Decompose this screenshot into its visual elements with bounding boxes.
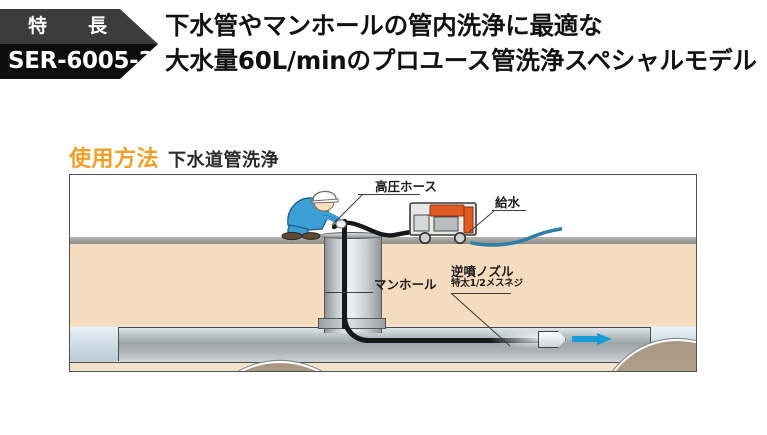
leader-water-supply-diag — [466, 209, 496, 235]
reverse-nozzle — [538, 331, 566, 348]
feature-badge: 特 長 SER-6005-3 — [0, 9, 158, 79]
water-supply-hose — [470, 227, 562, 249]
usage-title-main: 使用方法 — [69, 147, 160, 172]
pressure-hose-bend — [342, 305, 386, 343]
leader-high-pressure-hose-diag — [330, 193, 364, 227]
leader-nozzle-diag — [448, 292, 518, 350]
pressure-hose-vertical — [342, 219, 347, 329]
pipe-joint-left — [118, 327, 120, 361]
illustration-scene — [70, 175, 696, 371]
magnifier-soil-background — [196, 363, 364, 371]
label-reverse-nozzle: 逆噴ノズル — [451, 264, 514, 279]
leader-manhole — [325, 292, 373, 293]
label-high-pressure-hose: 高圧ホース — [375, 179, 437, 194]
nozzle-spray — [490, 329, 542, 349]
label-manhole: マンホール — [374, 277, 437, 292]
usage-title-sub: 下水道管洗浄 — [168, 150, 280, 171]
pressure-hose-horizontal — [382, 338, 542, 343]
badge-feature-label: 特 長 — [28, 15, 119, 37]
label-reverse-nozzle-sub: 特太1/2メスネジ — [451, 278, 523, 289]
badge-model-label: SER-6005-3 — [8, 48, 155, 74]
sky-background — [70, 175, 696, 243]
leader-high-pressure-hose — [358, 194, 420, 195]
badge-model-row: SER-6005-3 — [0, 44, 158, 79]
illustration-frame — [69, 174, 697, 372]
label-water-supply: 給水 — [495, 195, 521, 210]
headline: 下水管やマンホールの管内洗浄に最適な 大水量60L/minのプロユース管洗浄スペ… — [165, 8, 765, 78]
worker-figure — [278, 185, 350, 243]
headline-line-1: 下水管やマンホールの管内洗浄に最適な — [165, 11, 603, 40]
header-banner: 特 長 SER-6005-3 下水管やマンホールの管内洗浄に最適な 大水量60L… — [0, 0, 767, 95]
magnifier-nozzle-closeup — [598, 339, 696, 371]
pressure-washer-machine — [408, 199, 480, 245]
leader-nozzle — [451, 293, 511, 294]
road-surface — [70, 237, 696, 244]
headline-line-2: 大水量60L/minのプロユース管洗浄スペシャルモデル — [165, 46, 757, 75]
magnifier-junction-closeup — [194, 361, 366, 371]
pipe-segment-left — [70, 327, 118, 361]
magnifier-soil-background-2 — [600, 341, 696, 371]
usage-title: 使用方法 下水道管洗浄 — [69, 141, 279, 172]
badge-feature-row: 特 長 — [0, 9, 158, 44]
leader-water-supply — [492, 210, 526, 211]
